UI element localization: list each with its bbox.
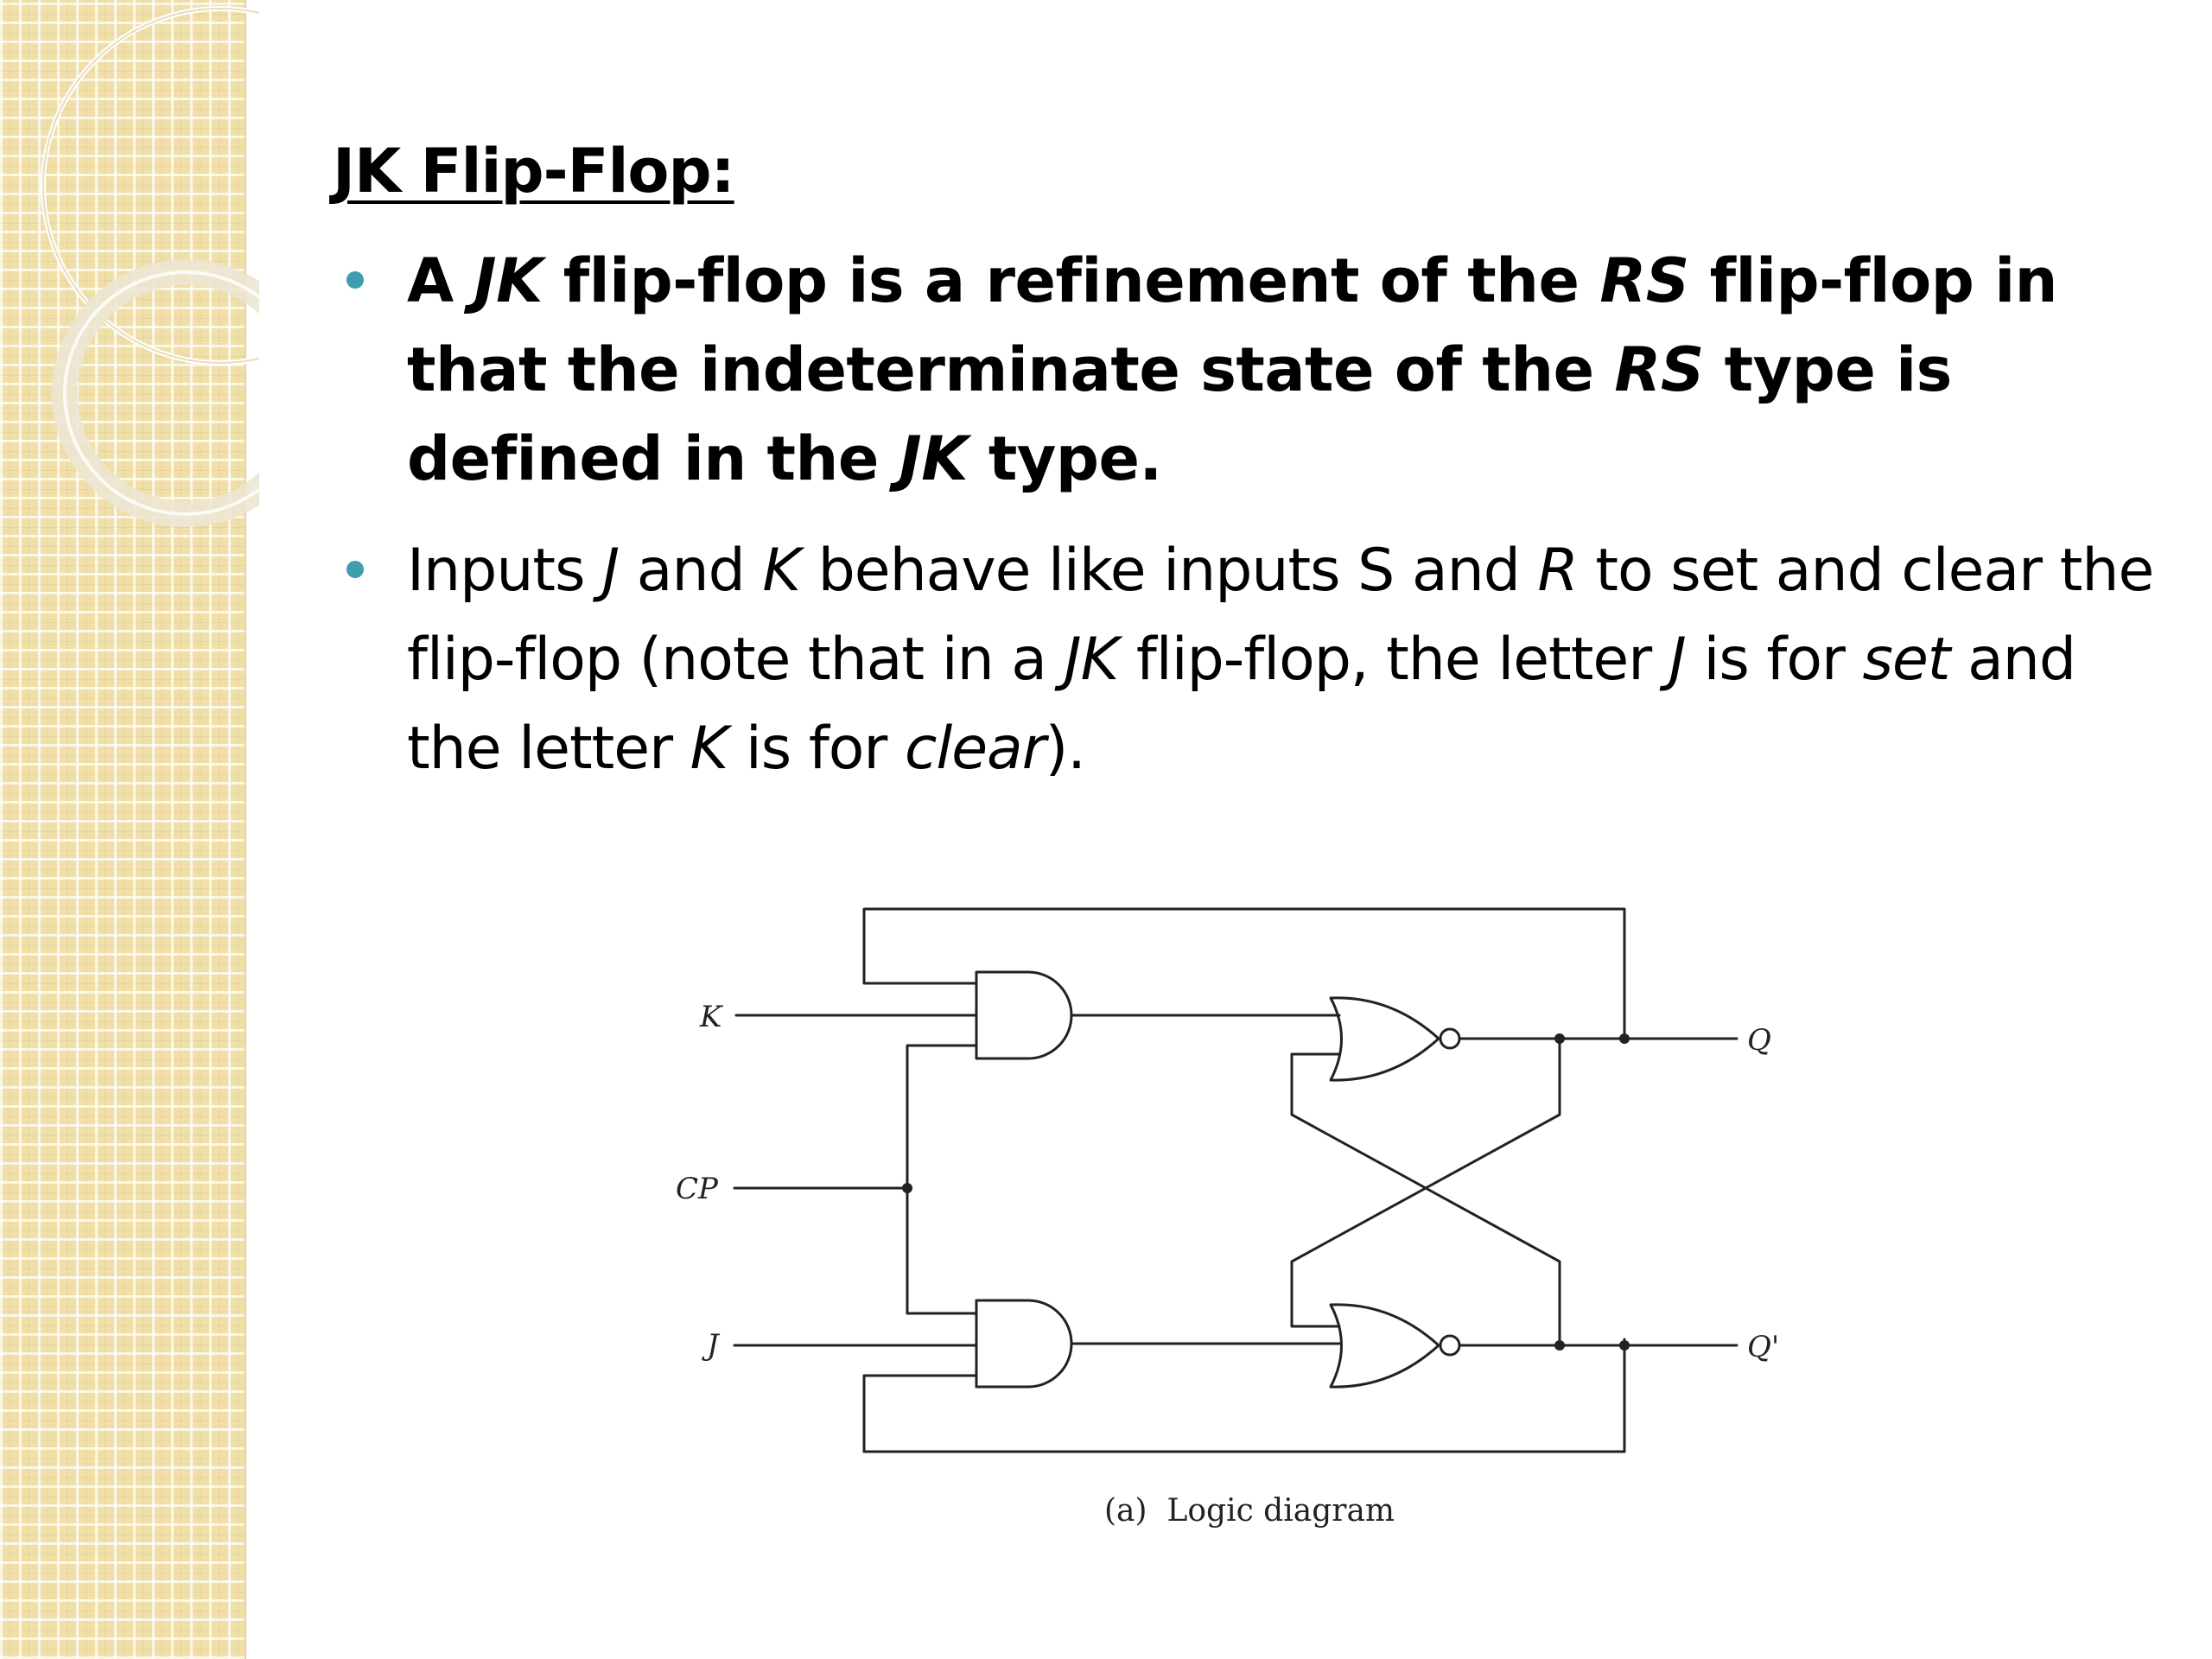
text-run: Inputs [407, 537, 603, 605]
cross-wire-q-to-lower-nor [1290, 1037, 1561, 1328]
feedback-wire-bottom [862, 1338, 1626, 1453]
text-run: behave like inputs S and [799, 537, 1538, 605]
cp-wire-upper [906, 1044, 978, 1190]
text-run-italic: J [1669, 626, 1687, 694]
feedback-wire-top [862, 907, 1626, 1037]
cross-wire-qprime-to-upper-nor [1290, 1052, 1561, 1347]
bullet-text-definition: A JK flip-flop is a refinement of the RS… [407, 245, 2058, 494]
logic-diagram-svg: K CP J Q Q' (a) Logic diagram [676, 907, 1779, 1529]
text-run: ). [1045, 715, 1086, 783]
text-run-italic: set [1862, 626, 1951, 694]
bullet-item-inputs: Inputs J and K behave like inputs S and … [333, 526, 2164, 793]
label-j: J [702, 1328, 721, 1363]
text-run-italic: R [1537, 537, 1579, 605]
nor-gate-lower [1329, 1303, 1440, 1389]
text-run-italic: K [690, 715, 729, 783]
cp-wire-lower [906, 1186, 978, 1315]
text-run: and the letter [407, 626, 2076, 783]
and-gate-lower [975, 1299, 1073, 1389]
text-run-italic: JK [899, 423, 969, 494]
and-gate-upper [975, 970, 1073, 1060]
nor-gate-upper [1329, 996, 1440, 1082]
text-run-italic: K [762, 537, 801, 605]
jk-logic-diagram: K CP J Q Q' (a) Logic diagram [657, 881, 1866, 1555]
bullet-item-definition: A JK flip-flop is a refinement of the RS… [333, 237, 2164, 504]
bullet-dot-icon [346, 271, 364, 289]
text-run: flip-flop is a refinement of the [542, 245, 1600, 316]
text-run: type is defined in the [407, 334, 1952, 494]
junction-dots [902, 1033, 1630, 1351]
text-run-italic: J [602, 537, 620, 605]
bullet-list: A JK flip-flop is a refinement of the RS… [333, 237, 2164, 793]
text-run: and [619, 537, 763, 605]
text-run-italic: JK [474, 245, 543, 316]
text-run-italic: RS [1614, 334, 1704, 405]
text-run: type. [967, 423, 1162, 494]
nor-bubble-lower [1439, 1334, 1461, 1357]
text-run: is for [728, 715, 905, 783]
label-q-prime: Q' [1747, 1330, 1779, 1364]
text-run: to set and clear the flip-flop (note tha… [407, 537, 2154, 694]
bullet-text-inputs: Inputs J and K behave like inputs S and … [407, 537, 2154, 783]
text-run: flip-flop, the letter [1118, 626, 1669, 694]
nor-bubble-upper [1439, 1027, 1461, 1050]
diagram-caption: (a) Logic diagram [1104, 1493, 1395, 1529]
text-run-italic: clear [904, 715, 1046, 783]
text-run: flip-flop in that the indeterminate stat… [407, 245, 2058, 405]
decorative-rings [41, 6, 259, 527]
label-k: K [699, 1000, 724, 1034]
text-run: A [407, 245, 474, 316]
slide-title: JK Flip-Flop: [333, 136, 735, 207]
slide-content: JK Flip-Flop: A JK flip-flop is a refine… [333, 130, 2164, 816]
text-run-italic: JK [1064, 626, 1120, 694]
bullet-dot-icon [346, 561, 364, 578]
label-cp: CP [676, 1172, 719, 1206]
text-run-italic: RS [1599, 245, 1689, 316]
label-q: Q [1747, 1023, 1771, 1058]
text-run: is for [1685, 626, 1863, 694]
